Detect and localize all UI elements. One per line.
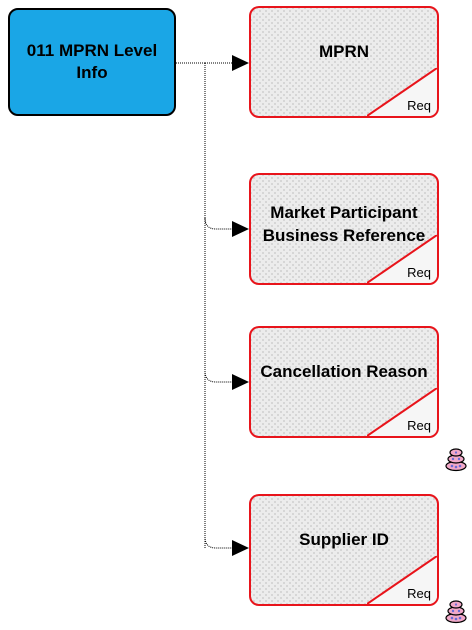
corner-divider bbox=[367, 68, 437, 116]
arrowhead-icon bbox=[232, 55, 249, 71]
child-node-label: Cancellation Reason bbox=[260, 361, 428, 381]
connector-1 bbox=[205, 55, 249, 71]
stacked-cylinders-icon bbox=[445, 600, 467, 624]
req-badge: Req bbox=[407, 265, 431, 280]
req-badge: Req bbox=[407, 98, 431, 113]
arrowhead-icon bbox=[232, 540, 249, 556]
req-badge: Req bbox=[407, 418, 431, 433]
child-node-mprn[interactable]: MPRN Req bbox=[249, 6, 439, 118]
child-node-cancellation-reason[interactable]: Cancellation Reason Req bbox=[249, 326, 439, 438]
arrowhead-icon bbox=[232, 221, 249, 237]
corner-divider bbox=[367, 556, 437, 604]
child-node-label: MPRN bbox=[318, 41, 370, 61]
stacked-cylinders-icon bbox=[445, 448, 467, 472]
corner-divider bbox=[367, 235, 437, 283]
child-node-market-participant-business-reference[interactable]: Market Participant Business Reference Re… bbox=[249, 173, 439, 285]
parent-node-label: 011 MPRN Level Info bbox=[26, 41, 158, 82]
parent-node[interactable]: 011 MPRN Level Info bbox=[8, 8, 176, 116]
child-node-supplier-id[interactable]: Supplier ID Req bbox=[249, 494, 439, 606]
connector-4 bbox=[204, 536, 249, 556]
connector-2 bbox=[204, 217, 249, 237]
child-node-label: Market Participant Business Reference bbox=[262, 203, 426, 245]
corner-divider bbox=[367, 388, 437, 436]
arrowhead-icon bbox=[232, 374, 249, 390]
connector-3 bbox=[204, 370, 249, 390]
req-badge: Req bbox=[407, 586, 431, 601]
child-node-label: Supplier ID bbox=[299, 529, 389, 549]
